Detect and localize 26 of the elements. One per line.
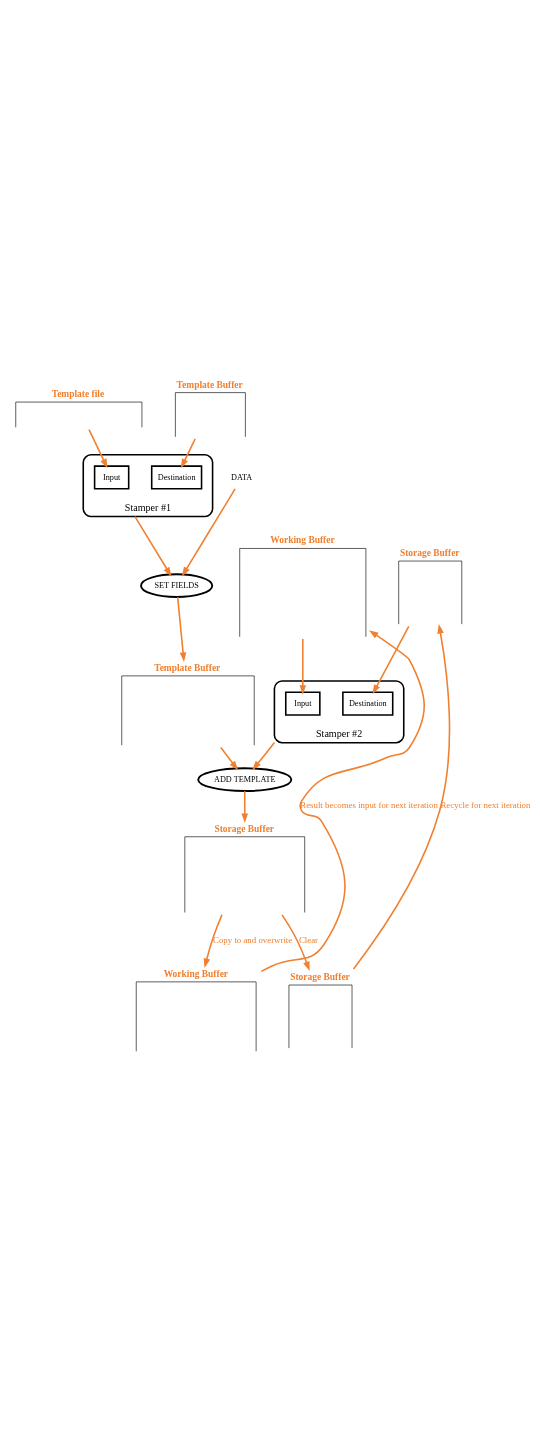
arrow [176, 596, 187, 662]
arrow [220, 746, 239, 771]
arrow [134, 515, 172, 577]
node-text: Working Buffer [270, 535, 335, 546]
arrow [260, 630, 425, 973]
arrow [241, 790, 249, 823]
node-text: Template Buffer [176, 379, 243, 390]
arrow [352, 624, 451, 970]
node-text: Storage Buffer [214, 823, 275, 834]
node-text: Working Buffer [163, 968, 229, 979]
arrow [281, 914, 310, 972]
node-text: Template file [51, 389, 105, 400]
edge-label: Copy to and overwrite [213, 934, 293, 945]
arrow [88, 428, 108, 469]
arrow [252, 741, 276, 771]
arrow [372, 625, 410, 695]
edge-label: Recycle for next iteration [440, 800, 531, 811]
arrow [181, 488, 236, 577]
edge-label: Clear [298, 934, 319, 945]
edge-label: Result becomes input for next iteration [300, 800, 438, 811]
arrow [203, 914, 223, 968]
node-text: Storage Buffer [290, 971, 350, 982]
node-text: Template Buffer [154, 662, 221, 673]
node-text: Storage Buffer [399, 548, 460, 559]
arrow [299, 638, 307, 695]
arrow [180, 438, 196, 469]
